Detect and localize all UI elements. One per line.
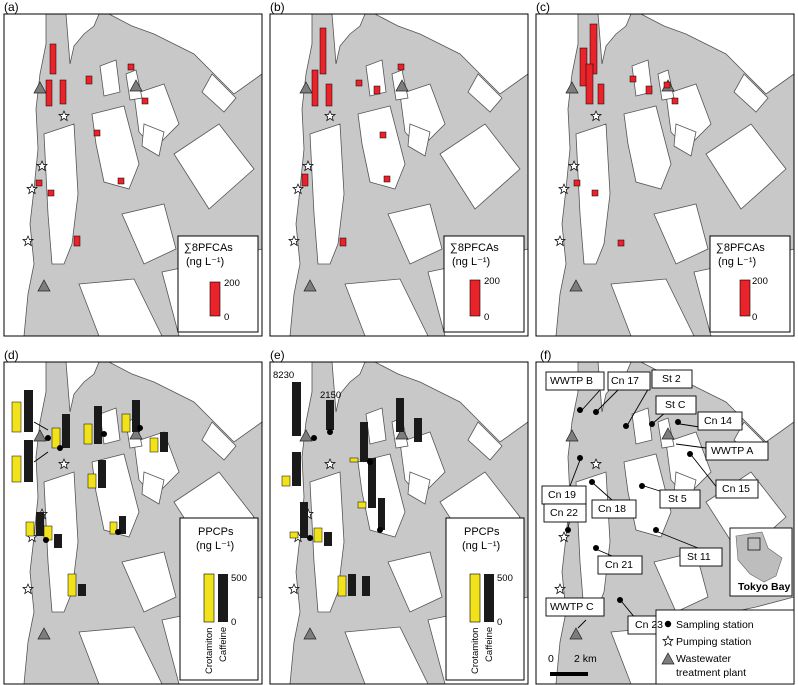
callout-cn21: Cn 21 [605,559,633,571]
ppcp-bars [281,382,422,597]
legend-unit-c: (ng L⁻¹) [718,256,756,268]
inset-title: Tokyo Bay [738,581,790,593]
legend-unit-d: (ng L⁻¹) [196,540,234,552]
panel-f [535,361,795,685]
legend-title-d: PPCPs [198,526,234,538]
legend-max-e: 500 [497,573,513,584]
callout-cn19: Cn 19 [548,489,576,501]
annotation-2150: 2150 [320,390,341,401]
panel-label-a: (a) [4,0,19,14]
scale-bar-left-label: 0 [548,653,554,665]
callout-cn23: Cn 23 [635,619,663,631]
ppcp-bars [11,390,168,597]
panel-c [535,13,795,337]
panel-e [269,361,529,685]
legend-title-e: PPCPs [464,526,500,538]
callout-wwtp-a: WWTP A [711,445,753,457]
panel-d [3,361,263,685]
callout-st2: St 2 [662,373,681,385]
legend-series-caffeine-d: Caffeine [218,627,229,662]
pfca-bars [573,23,679,247]
legend-min-a: 0 [224,312,229,323]
legend-wastewater: Wastewater [676,653,732,665]
annotation-8230: 8230 [273,370,294,381]
legend-title-c: ∑8PFCAs [716,242,765,254]
callout-cn17: Cn 17 [611,375,639,387]
legend-treatment-plant: treatment plant [676,667,746,679]
legend-title-b: ∑8PFCAs [450,242,499,254]
legend-pumping-station: Pumping station [676,636,751,648]
legend-unit-a: (ng L⁻¹) [186,256,224,268]
inset-map [729,527,793,597]
legend-max-c: 200 [752,276,768,287]
legend-series-crotamiton-d: Crotamiton [204,628,215,674]
pfca-bars [35,43,149,247]
legend-min-d: 0 [231,617,236,628]
legend-series-crotamiton-e: Crotamiton [470,628,481,674]
panel-label-b: (b) [270,0,285,14]
legend-unit-e: (ng L⁻¹) [462,540,500,552]
panel-a [3,13,263,337]
legend-min-b: 0 [484,312,489,323]
pfca-bars [301,27,405,247]
callout-st5: St 5 [668,493,687,505]
panel-label-e: (e) [270,348,285,362]
callout-cn14: Cn 14 [704,415,732,427]
legend-series-caffeine-e: Caffeine [484,627,495,662]
scale-bar-right-label: 2 km [574,653,597,665]
callout-wwtp-b: WWTP B [550,375,593,387]
callout-cn15: Cn 15 [722,483,750,495]
legend-title-a: ∑8PFCAs [184,242,233,254]
legend-min-c: 0 [752,312,757,323]
callout-stc: St C [665,399,686,411]
callout-cn18: Cn 18 [598,503,626,515]
panel-label-c: (c) [536,0,550,14]
key-legend-box [655,609,795,685]
callout-st11: St 11 [687,551,711,563]
legend-sampling-station: Sampling station [676,619,754,631]
callout-cn22: Cn 22 [550,507,578,519]
callout-boxes [541,369,769,635]
legend-unit-b: (ng L⁻¹) [452,256,490,268]
legend-min-e: 0 [497,617,502,628]
legend-max-d: 500 [231,573,247,584]
panel-label-d: (d) [4,348,19,362]
panel-label-f: (f) [540,348,551,362]
legend-max-a: 200 [224,278,240,289]
panel-b [269,13,529,337]
callout-wwtp-c: WWTP C [550,601,594,613]
legend-max-b: 200 [484,276,500,287]
